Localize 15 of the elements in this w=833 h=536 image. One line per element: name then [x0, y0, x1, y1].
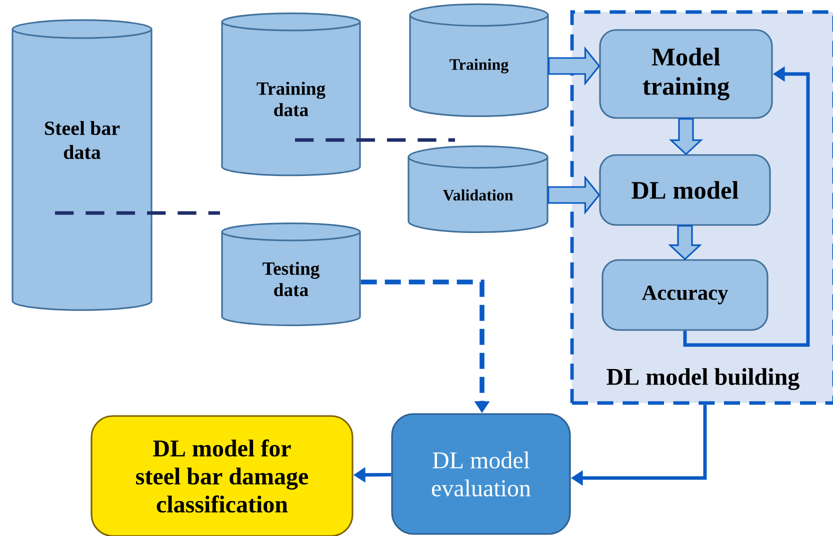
database-cylinder: Steel bar data — [12, 19, 152, 311]
block-arrow — [548, 175, 600, 215]
database-cylinder: Testing data — [221, 222, 361, 326]
process-box: Accuracy — [602, 259, 768, 331]
block-arrow — [548, 46, 600, 86]
group-title: DL model building — [606, 368, 800, 390]
database-cylinder: Training — [409, 3, 549, 117]
process-box: DL model evaluation — [391, 413, 571, 535]
process-box: DL model for steel bar damage classification — [90, 415, 354, 536]
block-arrow — [668, 225, 702, 260]
database-cylinder: Validation — [408, 145, 548, 233]
block-arrow — [668, 118, 704, 156]
database-cylinder: Training data — [221, 12, 361, 176]
process-box: DL model — [599, 154, 771, 226]
process-box: Model training — [599, 29, 773, 119]
